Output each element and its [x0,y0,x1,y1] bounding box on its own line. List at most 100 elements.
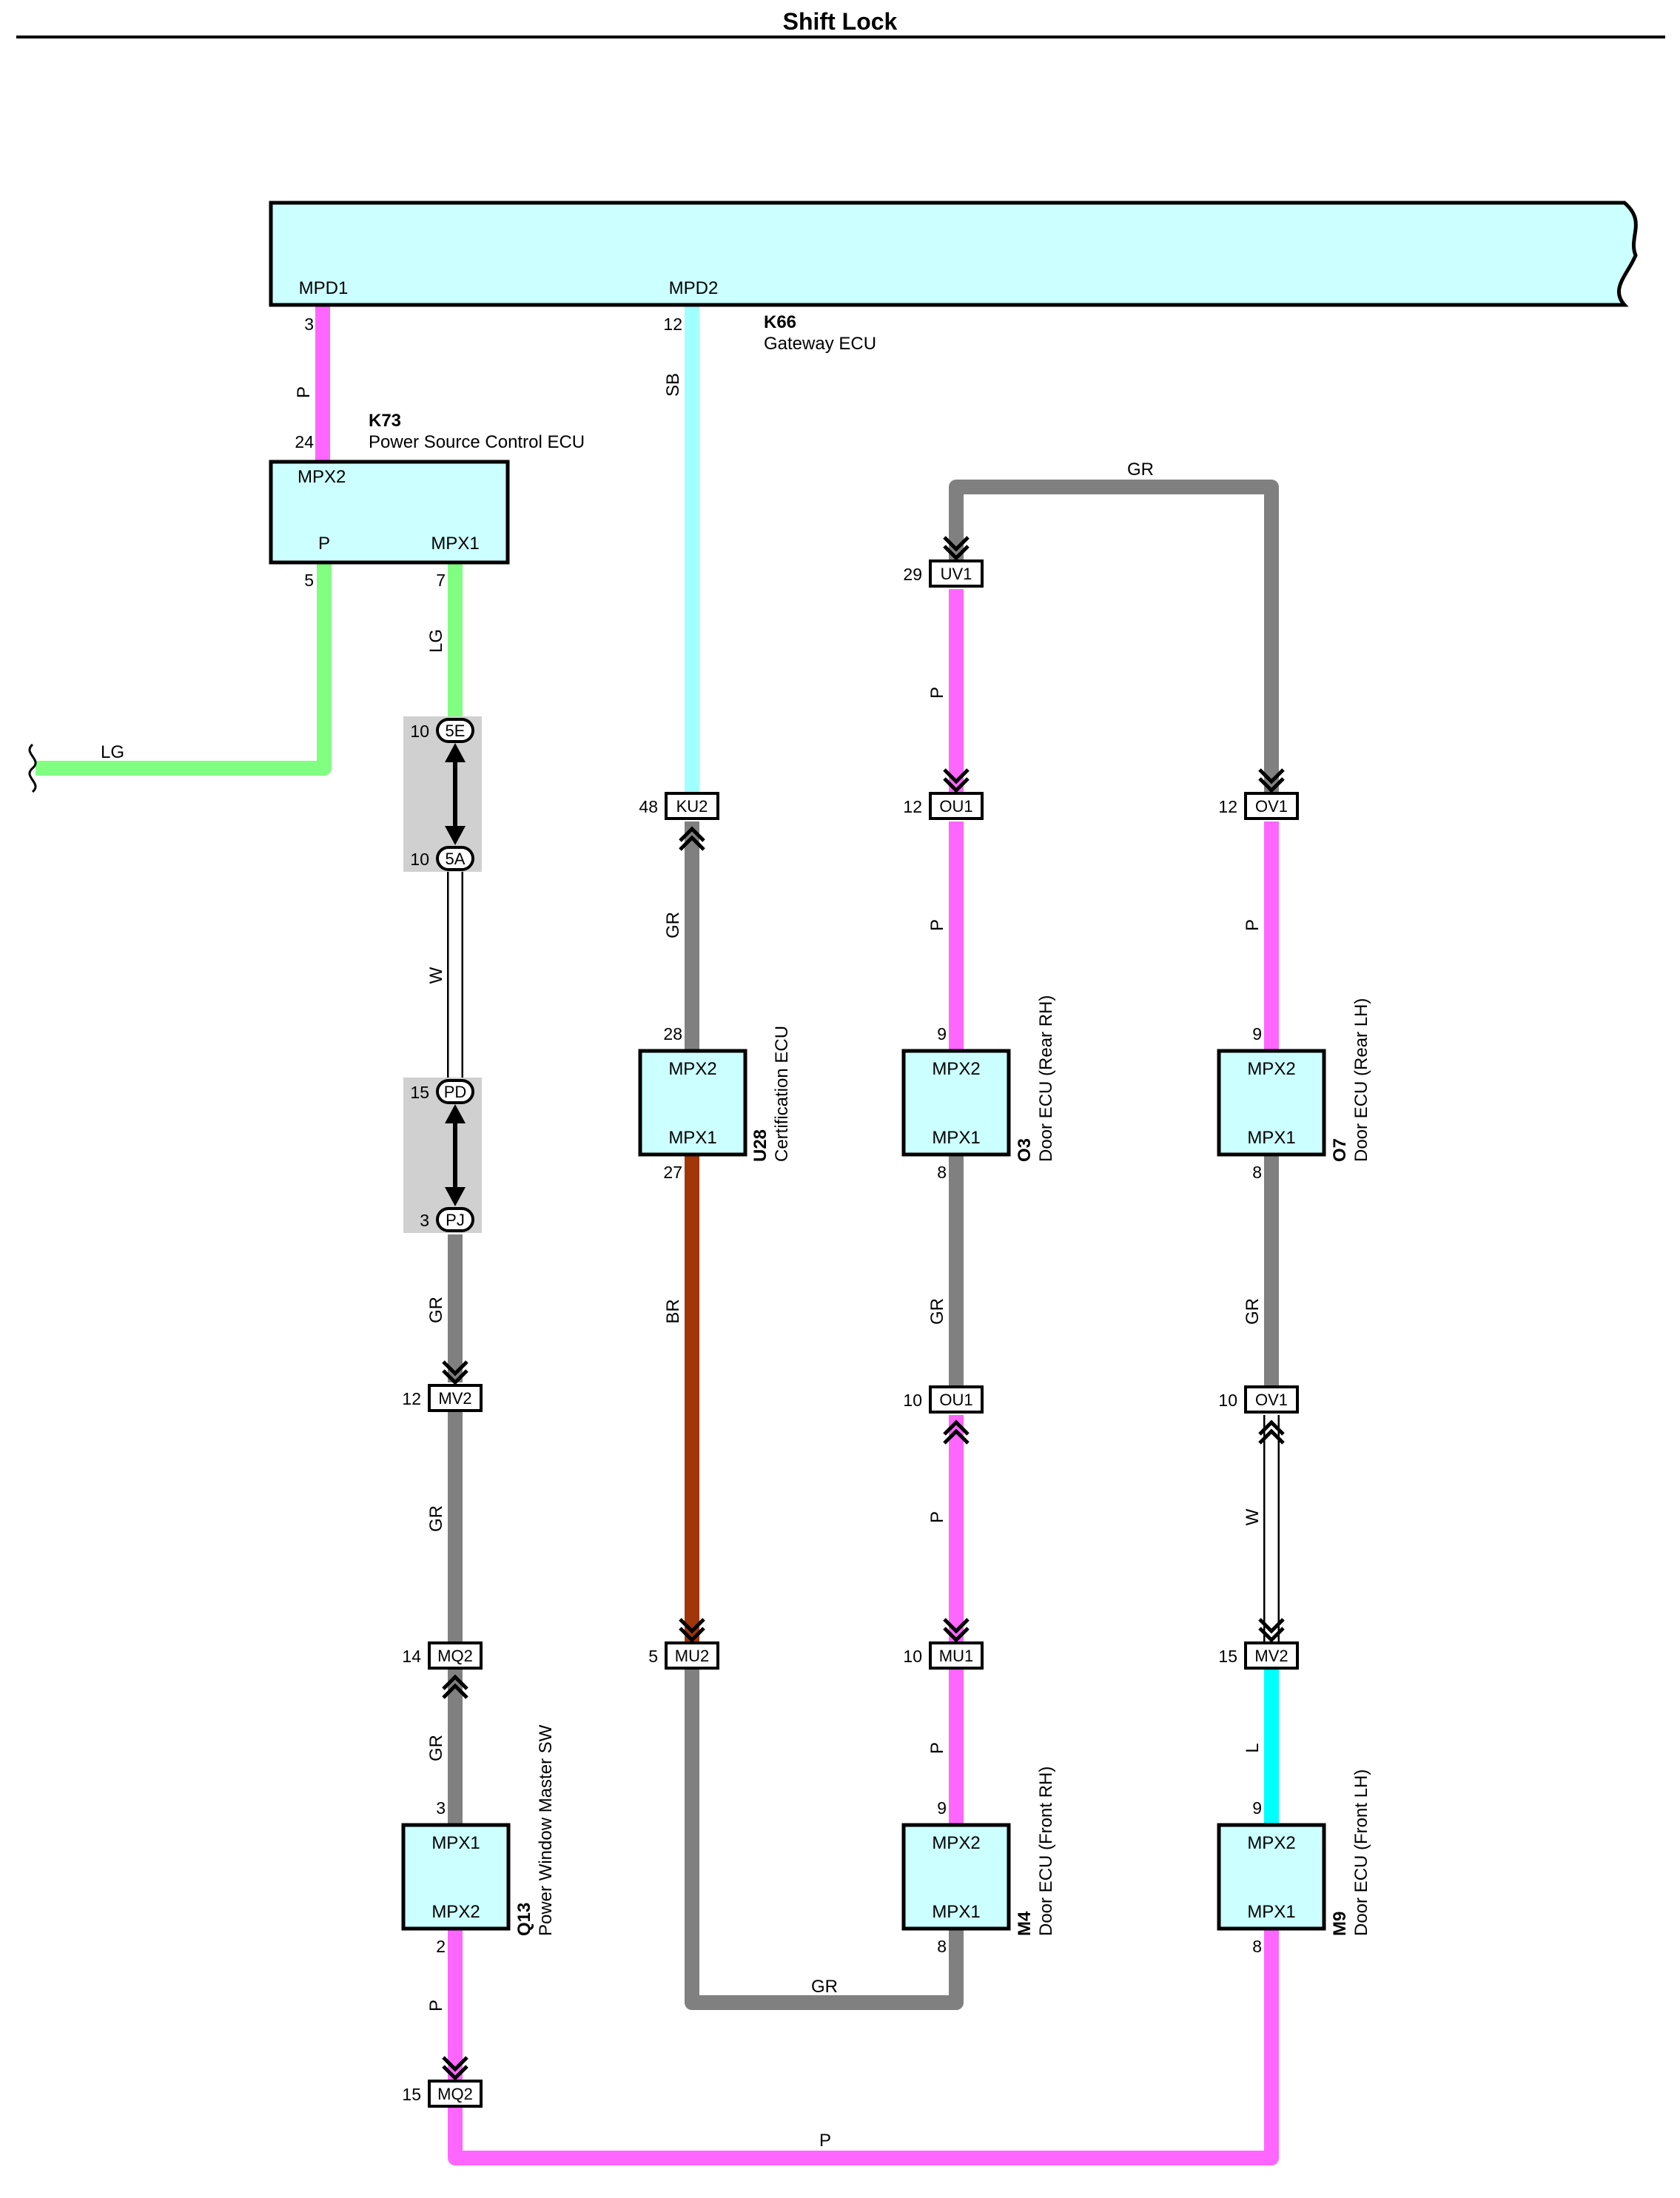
connector-ou1-mid [929,1385,984,1414]
chevron-up-icon [1258,1419,1285,1445]
wire-label-mv2-mq2: GR [426,1505,446,1532]
junction-5e [436,718,474,743]
wire-label-5a-pd: W [426,967,446,984]
chevron-up-icon [943,1419,970,1445]
connector-ou1-mid-pin: 10 [903,1391,922,1410]
m9-name: Door ECU (Front LH) [1351,1770,1371,1936]
junction-block-pd-pj [403,1078,482,1233]
o7-pin-9: 9 [1252,1024,1262,1043]
chevron-down-icon [943,1618,970,1643]
junction-pj-pin: 3 [420,1211,429,1230]
q13-name: Power Window Master SW [536,1724,556,1936]
o7-name: Door ECU (Rear LH) [1351,998,1371,1162]
gateway-ecu-box [269,201,1638,307]
q13-pin-mpx2: MPX2 [431,1902,480,1922]
u28-pin-mpx1: MPX1 [668,1128,716,1148]
connector-uv1-label: UV1 [941,565,972,583]
connector-ov1-mid [1244,1385,1299,1414]
o3-name: Door ECU (Rear RH) [1036,995,1056,1162]
m9-pin-mpx1: MPX1 [1247,1902,1295,1922]
wire-label-k66-ku2: SB [663,373,683,397]
junction-pj-label: PJ [446,1211,465,1229]
junction-5a-label: 5A [446,850,466,868]
wire-label-u28-mu2: BR [663,1299,683,1323]
wire-label-pj-mv2: GR [426,1297,446,1323]
u28-pin-28: 28 [663,1024,682,1043]
connector-ov1-top-label: OV1 [1255,797,1288,816]
o7-ecu-box [1217,1049,1326,1157]
connector-mv2-left [428,1384,483,1412]
wire-label-k66-k73: P [294,386,314,398]
k66-pin-mpd1: MPD1 [299,278,349,298]
connector-mv2-left-label: MV2 [438,1389,471,1408]
chevron-down-icon [1258,1618,1285,1643]
connector-ou1-top [929,792,984,820]
connector-uv1 [929,559,984,588]
m4-pin-mpx1: MPX1 [932,1902,980,1922]
wire-break-icon [28,743,37,793]
connector-ov1-top [1244,792,1299,820]
wire-label-ou1-o3: P [927,919,947,931]
wire-label-ov1-mv2: W [1243,1508,1263,1525]
wire-label-o7-ov1: GR [1243,1298,1263,1325]
wire-label-ou1-mu1: P [927,1511,947,1523]
connector-ku2-label: KU2 [676,797,708,816]
o3-pin-9: 9 [937,1024,947,1043]
wire-label-ov1-o7: P [1243,919,1263,931]
m4-code: M4 [1015,1911,1035,1936]
connector-ov1-mid-pin: 10 [1218,1391,1237,1410]
junction-5e-pin: 10 [410,722,429,741]
connector-ov1-mid-label: OV1 [1255,1391,1288,1409]
connector-mq2-top-label: MQ2 [437,1647,473,1665]
chevron-down-icon [442,2056,468,2081]
q13-switch-box [401,1823,511,1931]
junction-pd-label: PD [444,1083,467,1101]
m4-name: Door ECU (Front RH) [1036,1767,1056,1936]
connector-mu1 [929,1641,984,1670]
u28-ecu-box [638,1049,747,1157]
connector-mq2-bottom [428,2080,483,2108]
wire-label-mq2-q13: GR [426,1735,446,1761]
chevron-down-icon [943,768,970,793]
connector-ou1-mid-label: OU1 [939,1391,972,1409]
wire-mu2-m4 [685,1670,964,2010]
connector-mq2-bottom-pin: 15 [402,2085,421,2104]
connector-mu1-pin: 10 [903,1647,922,1666]
k66-name: Gateway ECU [764,334,876,354]
connector-ov1-top-pin: 12 [1218,797,1237,816]
arrow-up-icon [445,1104,466,1123]
k73-pin-p: P [318,534,330,554]
m4-pin-9: 9 [937,1798,947,1818]
inline-connectors: UV1 29 OU1 12 OV1 12 KU2 48 MV2 12 OU1 1… [402,559,1299,2108]
q13-pin-2: 2 [436,1937,446,1956]
k66-pin-12: 12 [663,315,682,334]
wire-label-mv2-m9: L [1243,1743,1263,1752]
o7-pin-mpx1: MPX1 [1247,1128,1295,1148]
connector-mu2-label: MU2 [675,1647,709,1665]
junction-block-5e-5a [403,716,482,872]
u28-name: Certification ECU [772,1026,792,1162]
m4-ecu-box [901,1823,1011,1931]
connector-mv2-right-label: MV2 [1254,1647,1288,1665]
u28-pin-27: 27 [663,1163,682,1182]
o3-pin-mpx1: MPX1 [932,1128,980,1148]
connector-chevrons [442,536,1285,2081]
k73-pin-mpx1: MPX1 [431,534,479,554]
wire-label-mu2-m4: GR [811,1977,838,1997]
k66-code: K66 [764,312,796,332]
arrow-down-icon [445,1187,466,1206]
junction-pj [436,1207,474,1232]
o3-ecu-box [901,1049,1011,1157]
k73-pin-5: 5 [304,571,314,590]
wire-label-uv1-ou1: P [927,687,947,699]
m9-ecu-box [1217,1823,1326,1931]
junction-5a-pin: 10 [410,850,429,869]
chevron-up-icon [442,1674,468,1699]
junction-5e-label: 5E [446,722,466,740]
connector-mv2-left-pin: 12 [402,1389,421,1408]
connector-mu2-pin: 5 [648,1647,658,1666]
wire-color-labels: P SB LG LG W GR GR GR P P GR BR GR GR P … [101,373,1263,2151]
u28-pin-mpx2: MPX2 [668,1059,716,1079]
wire-label-o3-ou1: GR [927,1298,947,1325]
